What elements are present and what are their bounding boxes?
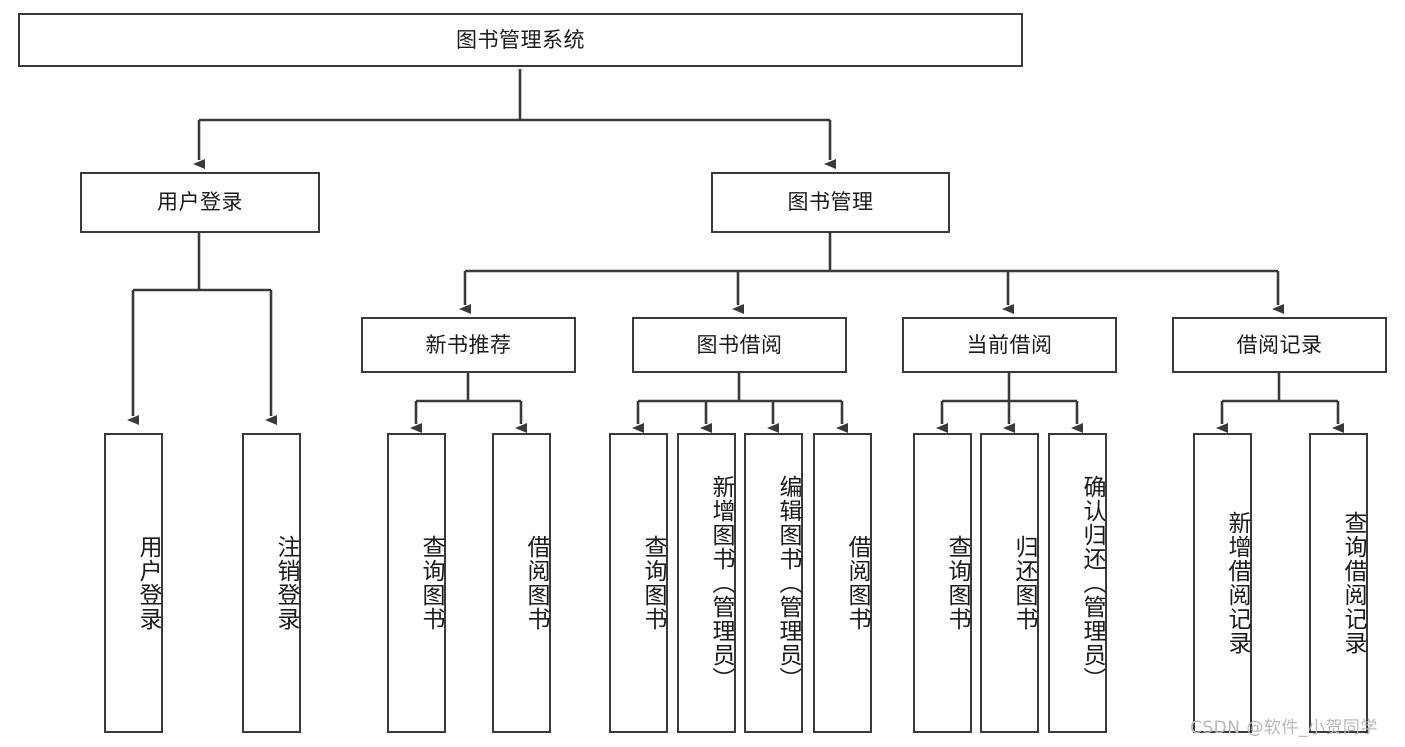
node-label: 新增借阅记录 [1224, 511, 1250, 655]
node-leaf-borrow-book-2[interactable]: 借阅图书 [813, 433, 872, 733]
node-new-book-recommend[interactable]: 新书推荐 [361, 317, 576, 373]
node-label: 图书管理 [787, 190, 874, 215]
node-leaf-edit-book[interactable]: 编辑图书（管理员） [744, 433, 803, 733]
node-label: 图书管理系统 [456, 27, 585, 52]
node-label: 借阅记录 [1236, 332, 1323, 357]
node-label: 新书推荐 [425, 332, 512, 357]
node-leaf-logout-login[interactable]: 注销登录 [242, 433, 301, 733]
node-leaf-add-record[interactable]: 新增借阅记录 [1193, 433, 1252, 733]
node-root-system[interactable]: 图书管理系统 [18, 13, 1023, 67]
node-label: 确认归还（管理员） [1079, 475, 1105, 691]
node-book-borrow[interactable]: 图书借阅 [632, 317, 847, 373]
node-label: 查询图书 [944, 535, 970, 631]
node-leaf-query-book-2[interactable]: 查询图书 [609, 433, 668, 733]
node-borrow-record[interactable]: 借阅记录 [1172, 317, 1387, 373]
node-leaf-return-book[interactable]: 归还图书 [980, 433, 1039, 733]
node-label: 用户登录 [157, 190, 243, 215]
node-label: 查询图书 [418, 535, 444, 631]
node-leaf-add-book[interactable]: 新增图书（管理员） [677, 433, 736, 733]
node-label: 查询借阅记录 [1340, 511, 1366, 655]
node-user-login[interactable]: 用户登录 [80, 172, 320, 233]
node-label: 编辑图书（管理员） [775, 475, 801, 691]
node-label: 注销登录 [273, 535, 299, 631]
node-label: 查询图书 [640, 535, 666, 631]
node-label: 借阅图书 [844, 535, 870, 631]
node-label: 借阅图书 [523, 535, 549, 631]
node-leaf-confirm-return[interactable]: 确认归还（管理员） [1048, 433, 1107, 733]
node-leaf-user-login[interactable]: 用户登录 [104, 433, 163, 733]
node-label: 用户登录 [135, 535, 161, 631]
node-leaf-borrow-book-1[interactable]: 借阅图书 [492, 433, 551, 733]
csdn-watermark: CSDN @软件_小贺同学 [1190, 718, 1378, 738]
node-label: 新增图书（管理员） [708, 475, 734, 691]
node-leaf-query-book-1[interactable]: 查询图书 [387, 433, 446, 733]
node-book-management[interactable]: 图书管理 [711, 172, 950, 233]
node-current-borrow[interactable]: 当前借阅 [902, 317, 1117, 373]
node-label: 归还图书 [1011, 535, 1037, 631]
node-leaf-query-book-3[interactable]: 查询图书 [913, 433, 972, 733]
node-label: 当前借阅 [966, 332, 1053, 357]
node-leaf-query-record[interactable]: 查询借阅记录 [1309, 433, 1368, 733]
node-label: 图书借阅 [696, 332, 783, 357]
